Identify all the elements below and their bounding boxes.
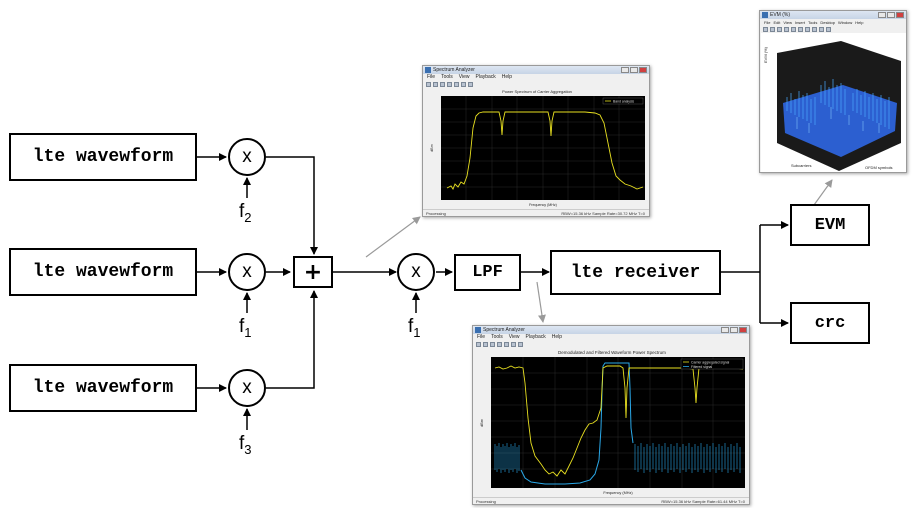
spectrum-trace-yellow	[446, 111, 644, 190]
y-axis-label: Subcarriers	[791, 163, 811, 168]
lte-waveform-block-bottom: lte wavewform	[9, 364, 197, 412]
freq-label-f3: f3	[239, 433, 252, 457]
status-bar: Processing RBW=15.36 kHz Sample Rate=61.…	[473, 497, 749, 504]
toolbar	[473, 341, 749, 348]
mixer-symbol: x	[411, 261, 421, 282]
close-icon	[639, 67, 647, 73]
freq-label-f2: f2	[239, 201, 252, 225]
crc-label: crc	[814, 313, 846, 333]
app-icon	[475, 327, 481, 333]
plot-title: Power Spectrum of Carrier Aggregation	[502, 89, 572, 94]
lte-waveform-block-top: lte wavewform	[9, 133, 197, 181]
lte-waveform-label: lte wavewform	[32, 147, 174, 167]
toolbar	[423, 81, 649, 88]
freq-label-demod-f1: f1	[408, 316, 421, 340]
app-icon	[425, 67, 431, 73]
close-icon	[739, 327, 747, 333]
window-titlebar: Spectrum Analyzer	[473, 326, 749, 334]
filtered-trace-cyan	[520, 362, 634, 485]
x-axis-label: OFDM symbols	[865, 165, 893, 170]
status-bar: Processing RBW=15.36 kHz Sample Rate=30.…	[423, 209, 649, 216]
cyan-noise-left	[494, 443, 520, 473]
y-axis-label: dBm	[480, 419, 484, 427]
mixer-top: x	[228, 138, 266, 176]
freq-label-f1: f1	[239, 316, 252, 340]
maximize-icon	[887, 12, 895, 18]
app-icon	[762, 12, 768, 18]
cyan-noise-right	[634, 443, 741, 473]
crc-block: crc	[790, 302, 870, 344]
maximize-icon	[730, 327, 738, 333]
minimize-icon	[878, 12, 886, 18]
mixer-middle: x	[228, 253, 266, 291]
legend-entry: Filtered signal	[691, 365, 712, 369]
window-titlebar: Spectrum Analyzer	[423, 66, 649, 74]
lpf-label: LPF	[472, 263, 503, 282]
legend-entry: Band analysis	[613, 100, 634, 104]
evm-label: EVM	[814, 215, 846, 235]
plot-title: Demodulated and Filtered Waveform Power …	[558, 350, 666, 355]
minimize-icon	[721, 327, 729, 333]
evm-block: EVM	[790, 204, 870, 246]
mixer-demod: x	[397, 253, 435, 291]
window-titlebar: EVM (%)	[760, 11, 906, 19]
lte-waveform-block-middle: lte wavewform	[9, 248, 197, 296]
lte-receiver-label: lte receiver	[570, 262, 701, 283]
maximize-icon	[630, 67, 638, 73]
x-axis-label: Frequency (MHz)	[603, 491, 633, 495]
y-axis-label: dBm	[430, 144, 434, 151]
legend-entry: Carrier aggregated signal	[691, 361, 730, 365]
z-axis-label: EVM (%)	[763, 46, 768, 63]
spectrum-plot-top: Power Spectrum of Carrier Aggregation Ba…	[425, 88, 649, 209]
spectrum-plot-bottom: Demodulated and Filtered Waveform Power …	[475, 348, 749, 497]
sum-block: +	[293, 256, 333, 288]
lte-receiver-block: lte receiver	[550, 250, 721, 295]
lpf-block: LPF	[454, 254, 521, 291]
close-icon	[896, 12, 904, 18]
x-axis-label: Frequency (MHz)	[529, 203, 557, 207]
mixer-symbol: x	[242, 261, 252, 282]
minimize-icon	[621, 67, 629, 73]
plus-icon: +	[303, 259, 323, 285]
mixer-bottom: x	[228, 369, 266, 407]
lte-waveform-label: lte wavewform	[32, 262, 174, 282]
mixer-symbol: x	[242, 377, 252, 398]
lte-waveform-label: lte wavewform	[32, 378, 174, 398]
evm-surface-plot: EVM (%) Subcarriers OFDM symbols	[761, 33, 906, 172]
mixer-symbol: x	[242, 146, 252, 167]
toolbar	[760, 26, 906, 33]
